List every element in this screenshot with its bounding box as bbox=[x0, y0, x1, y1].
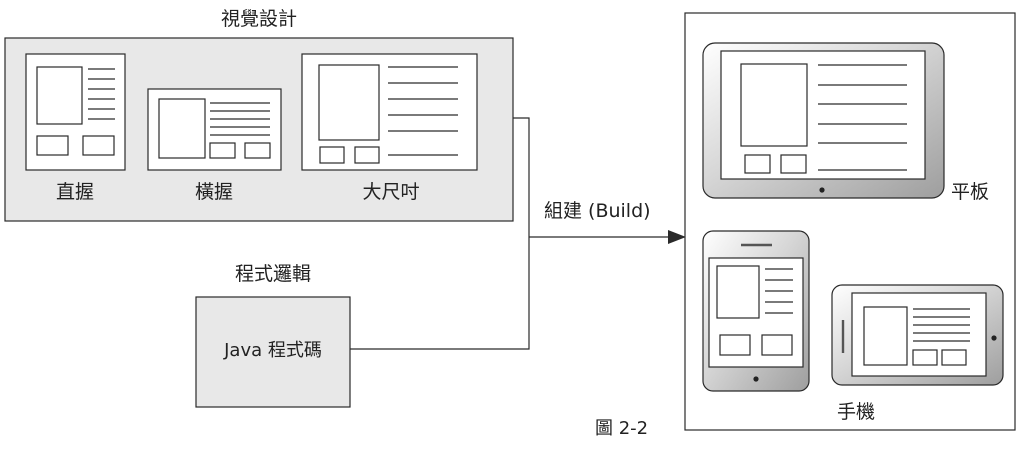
tablet-device bbox=[702, 42, 945, 199]
build-arrow-head bbox=[668, 230, 686, 244]
portrait-layout-label: 直握 bbox=[55, 181, 95, 203]
figure-caption: 圖 2-2 bbox=[595, 418, 649, 439]
landscape-layout bbox=[147, 88, 282, 171]
build-connector bbox=[350, 117, 670, 350]
visual-design-title: 視覺設計 bbox=[220, 8, 298, 30]
phone-portrait-device bbox=[702, 230, 810, 392]
program-logic-title: 程式邏輯 bbox=[234, 263, 312, 285]
code-label: Java 程式碼 bbox=[224, 340, 322, 361]
build-label: 組建 (Build) bbox=[544, 200, 651, 222]
large-layout-label: 大尺吋 bbox=[362, 181, 420, 203]
large-layout bbox=[301, 53, 478, 171]
phone-label: 手機 bbox=[836, 401, 876, 423]
phone-landscape-device bbox=[831, 284, 1004, 386]
portrait-layout bbox=[25, 53, 126, 171]
landscape-layout-label: 橫握 bbox=[194, 181, 234, 203]
tablet-label: 平板 bbox=[951, 181, 990, 203]
code-box bbox=[195, 296, 351, 408]
